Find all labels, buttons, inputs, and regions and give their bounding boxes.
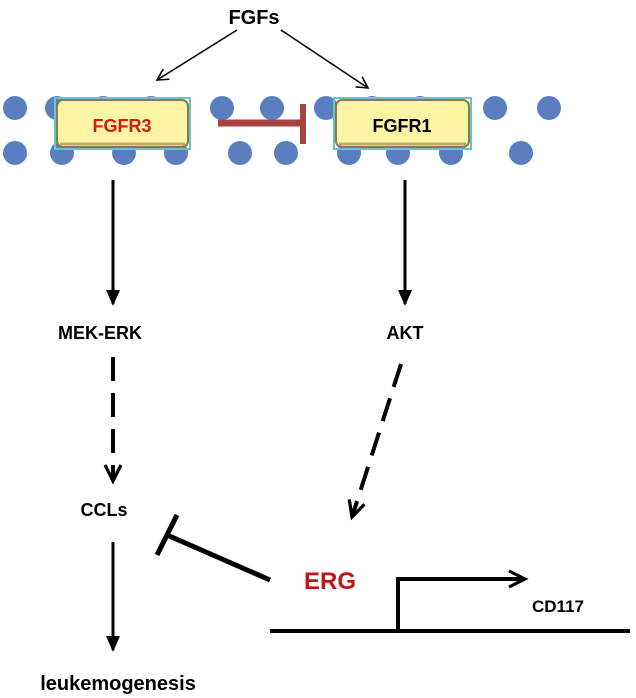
membrane-dot [260, 96, 284, 120]
membrane-dot [210, 96, 234, 120]
cd117-label: CD117 [532, 597, 584, 616]
leukemogenesis-label: leukemogenesis [40, 673, 196, 695]
akt-to-erg-arrow [347, 363, 403, 521]
fgfr3-label: FGFR3 [92, 116, 151, 136]
fgfr1-label: FGFR1 [372, 116, 431, 136]
fgfs-to-fgfr1-arrow [280, 29, 370, 89]
akt-label: AKT [387, 323, 424, 343]
mek-erk-label: MEK-ERK [58, 323, 142, 343]
membrane-dot [537, 96, 561, 120]
membrane-dot [509, 141, 533, 165]
membrane-dot [274, 141, 298, 165]
fgfs-label: FGFs [228, 7, 279, 29]
fgfr3-inhibits-fgfr1 [218, 104, 306, 144]
membrane-dot [228, 141, 252, 165]
membrane-dot [314, 96, 338, 120]
fgfr3-receptor: FGFR3 [54, 97, 191, 150]
membrane-dot [3, 96, 27, 120]
erg-inhibits-ccls [154, 513, 272, 583]
cd117-gene-promoter [270, 569, 630, 633]
fgfs-to-fgfr3-arrow [155, 29, 238, 81]
fgfr1-receptor: FGFR1 [333, 97, 472, 150]
ccls-label: CCLs [80, 500, 127, 520]
membrane-dot [3, 141, 27, 165]
membrane-dot [483, 96, 507, 120]
erg-label: ERG [304, 568, 356, 595]
